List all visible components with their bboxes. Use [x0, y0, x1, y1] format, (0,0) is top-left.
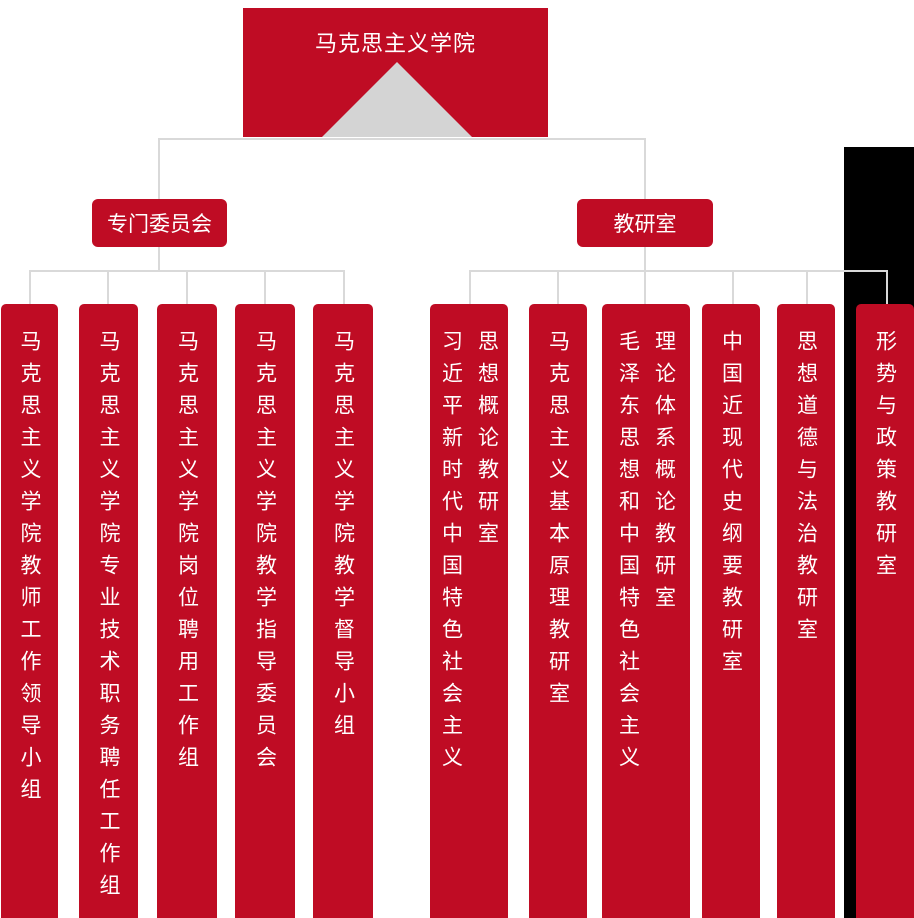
node-marxism-basic-principles-office: 马克思主义基本原理教研室	[529, 304, 587, 918]
node-post-employment-group: 马克思主义学院岗位聘用工作组	[157, 304, 217, 918]
branch-teaching-offices: 教研室	[577, 199, 713, 247]
connector-top-horizontal	[158, 138, 646, 140]
root-title: 马克思主义学院	[314, 32, 476, 57]
connector-stub	[343, 270, 345, 304]
node-label: 马克思主义学院岗位聘用工作组	[175, 330, 200, 778]
node-label: 马克思主义学院教学指导委员会	[253, 330, 278, 778]
node-xi-thought-office: 习近平新时代中国特色社会主义 思想概论教研室	[430, 304, 508, 918]
node-teaching-supervision-group: 马克思主义学院教学督导小组	[313, 304, 373, 918]
node-label: 马克思主义学院专业技术职务聘任工作组	[97, 330, 121, 906]
connector-stub	[186, 270, 188, 304]
connector-stub	[644, 270, 646, 304]
node-teacher-work-leading-group: 马克思主义学院教师工作领导小组	[1, 304, 58, 918]
connector-stub	[732, 270, 734, 304]
connector-stub	[264, 270, 266, 304]
node-teaching-guidance-committee: 马克思主义学院教学指导委员会	[235, 304, 295, 918]
node-ideology-morality-law-office: 思想道德与法治教研室	[777, 304, 835, 918]
connector-stub	[107, 270, 109, 304]
node-mao-thought-office: 毛泽东思想和中国特色社会主义 理论体系概论教研室	[602, 304, 690, 918]
connector-left-drop	[158, 138, 160, 200]
node-label: 马克思主义学院教学督导小组	[331, 330, 356, 746]
branch-committees: 专门委员会	[92, 199, 227, 247]
branch-teaching-offices-label: 教研室	[613, 212, 677, 236]
node-label: 形势与政策教研室	[873, 330, 898, 586]
node-label: 毛泽东思想和中国特色社会主义	[616, 330, 641, 778]
node-modern-chinese-history-office: 中国近现代史纲要教研室	[702, 304, 760, 918]
banner-arrow-icon	[322, 62, 472, 137]
connector-stub	[469, 270, 471, 304]
node-situation-policy-office: 形势与政策教研室	[856, 304, 914, 918]
connector-stub	[886, 270, 888, 304]
connector-stub	[557, 270, 559, 304]
connector-teaching-horizontal	[469, 270, 888, 272]
connector-right-drop	[644, 138, 646, 200]
node-label: 马克思主义基本原理教研室	[546, 330, 571, 714]
node-label: 思想概论教研室	[475, 330, 500, 554]
connector-stub	[806, 270, 808, 304]
node-label: 思想道德与法治教研室	[794, 330, 819, 650]
root-node: 马克思主义学院	[243, 8, 548, 137]
node-label: 中国近现代史纲要教研室	[719, 330, 744, 682]
node-label: 理论体系概论教研室	[652, 330, 677, 618]
node-professional-technical-appointment-group: 马克思主义学院专业技术职务聘任工作组	[79, 304, 138, 918]
branch-committees-label: 专门委员会	[107, 212, 212, 236]
connector-right-label-drop	[644, 247, 646, 271]
node-label: 马克思主义学院教师工作领导小组	[18, 330, 42, 810]
node-label: 习近平新时代中国特色社会主义	[439, 330, 464, 778]
connector-left-label-drop	[158, 247, 160, 271]
connector-stub	[29, 270, 31, 304]
